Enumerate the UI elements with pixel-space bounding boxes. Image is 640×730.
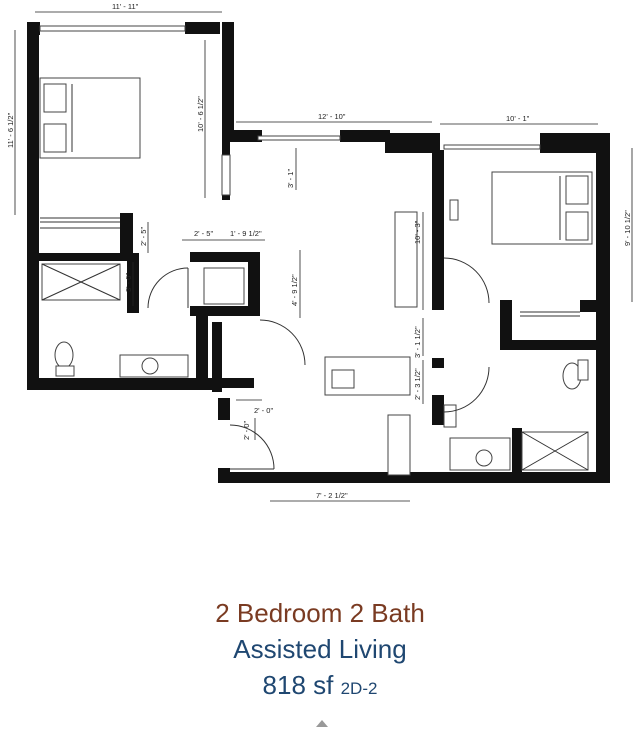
plan-area: 818 sf	[262, 670, 334, 700]
dim-bottom-width: 7' - 2 1/2"	[316, 491, 348, 500]
dim-left-height: 11' - 6 1/2"	[6, 112, 15, 148]
bed-right	[449, 171, 593, 245]
dim-entry-h: 2' - 0"	[242, 421, 251, 440]
bathroom-right	[443, 359, 589, 471]
kitchen	[324, 211, 418, 476]
dim-closet-depth: 2' - 5"	[139, 227, 148, 246]
dim-bath-depth: 3' - 0"	[124, 273, 133, 292]
chevron-up-icon[interactable]	[316, 720, 328, 727]
dim-closet-w1: 2' - 5"	[194, 229, 213, 238]
dimension-labels: 11' - 11" 11' - 6 1/2" 10' - 6 1/2" 12' …	[6, 2, 632, 500]
dim-right-width: 10' - 1"	[506, 114, 530, 123]
dim-living-depth: 3' - 1"	[286, 169, 295, 188]
plan-area-line: 818 sf 2D-2	[0, 670, 640, 701]
dim-right-height: 9' - 10 1/2"	[623, 210, 632, 246]
dimension-lines	[14, 11, 633, 502]
windows	[39, 25, 541, 196]
dim-mid-width: 12' - 10"	[318, 112, 346, 121]
dim-entry-w: 2' - 0"	[254, 406, 273, 415]
bed-left	[39, 77, 141, 159]
plan-title: 2 Bedroom 2 Bath	[215, 598, 425, 628]
dim-kitchen-len: 10' - 3"	[413, 220, 422, 244]
plan-unit-code: 2D-2	[340, 679, 378, 698]
closets	[40, 217, 580, 317]
plan-subtitle: Assisted Living	[233, 634, 407, 664]
dim-hall-b: 2' - 3 1/2"	[413, 368, 422, 400]
floor-plan: 11' - 11" 11' - 6 1/2" 10' - 6 1/2" 12' …	[6, 2, 633, 502]
dim-hall-a: 3' - 1 1/2"	[413, 326, 422, 358]
dim-top-width: 11' - 11"	[112, 2, 139, 11]
dim-closet-w2: 1' - 9 1/2"	[230, 229, 262, 238]
dim-closet-h: 4' - 9 1/2"	[290, 274, 299, 306]
bathroom-left	[41, 263, 245, 378]
dim-bed1-height: 10' - 6 1/2"	[196, 96, 205, 132]
doors	[147, 257, 490, 470]
